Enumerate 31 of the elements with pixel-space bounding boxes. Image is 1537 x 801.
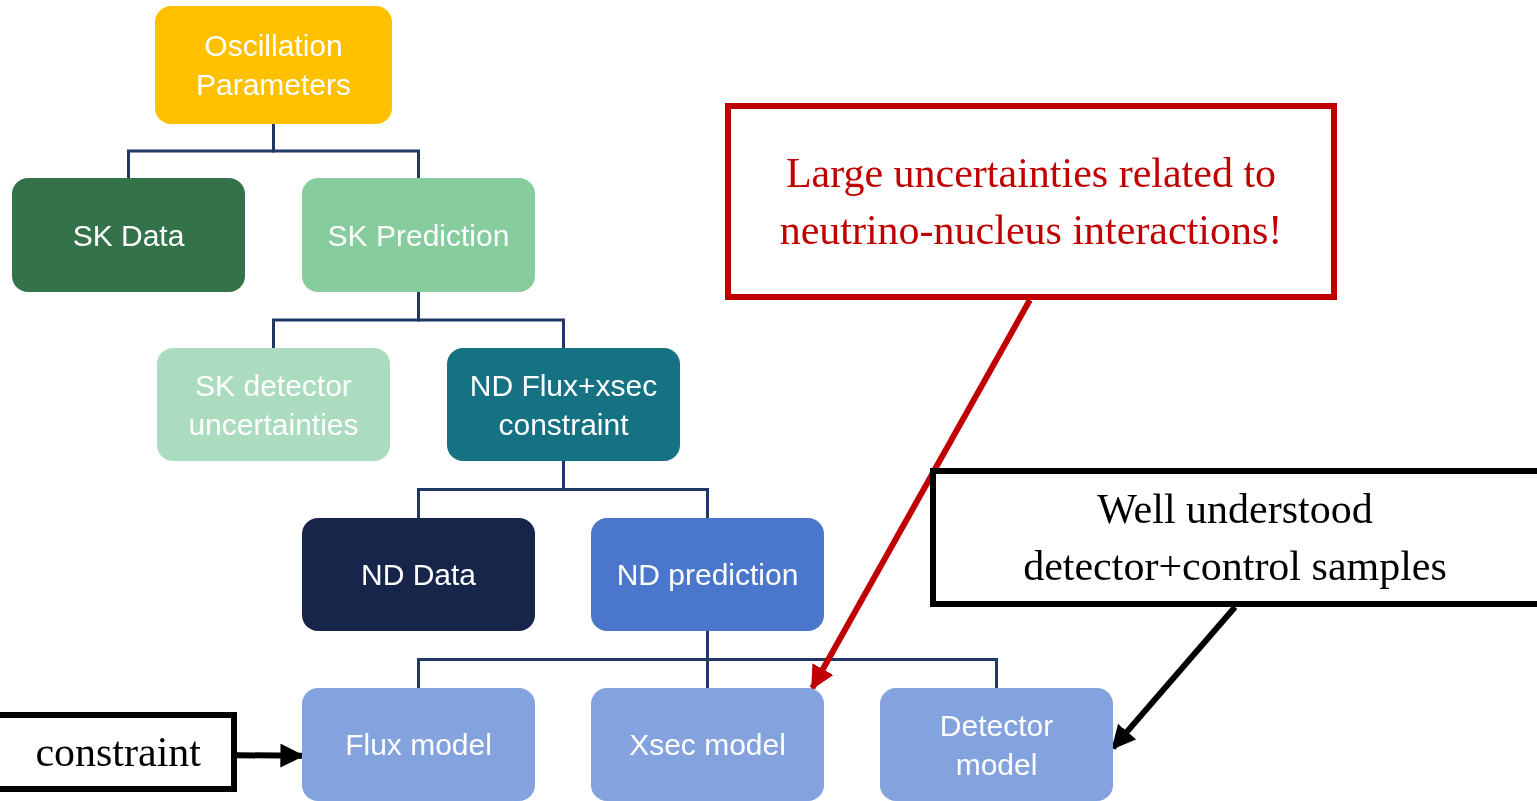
node-label: Xsec model: [629, 727, 786, 763]
node-label: Detector model: [938, 707, 1055, 783]
process-box: [591, 688, 824, 801]
process-box: [157, 348, 390, 461]
connector-line: [417, 292, 565, 348]
connector-line: [562, 461, 709, 518]
connector-line: [272, 124, 420, 178]
process-box: [447, 348, 680, 461]
node-label: ND Flux+xsec constraint: [468, 367, 659, 443]
callout-box: [725, 103, 1337, 300]
process-box: [302, 688, 535, 801]
process-box: [880, 688, 1113, 801]
node-label: SK Prediction: [327, 217, 510, 254]
node-label: ND Data: [360, 557, 476, 593]
node-label: SK Data: [72, 217, 185, 254]
node-label: SK detector uncertainties: [187, 367, 360, 443]
node-label: constraint: [35, 727, 201, 777]
process-box: [302, 518, 535, 631]
process-box: [12, 178, 245, 292]
node-label: Oscillation Parameters: [194, 28, 353, 103]
process-box: [302, 178, 535, 292]
node-label: Flux model: [345, 727, 492, 763]
arrow: [809, 298, 1033, 691]
callout-box: [0, 712, 237, 792]
node-label: Well understood detector+control samples: [1022, 484, 1448, 591]
callout-box: [930, 468, 1537, 607]
connector-line: [706, 631, 998, 688]
process-box: [155, 6, 392, 124]
node-label: ND prediction: [616, 557, 799, 593]
node-label: Large uncertainties related to neutrino-nucleus interactions!: [778, 148, 1284, 255]
process-box: [591, 518, 824, 631]
